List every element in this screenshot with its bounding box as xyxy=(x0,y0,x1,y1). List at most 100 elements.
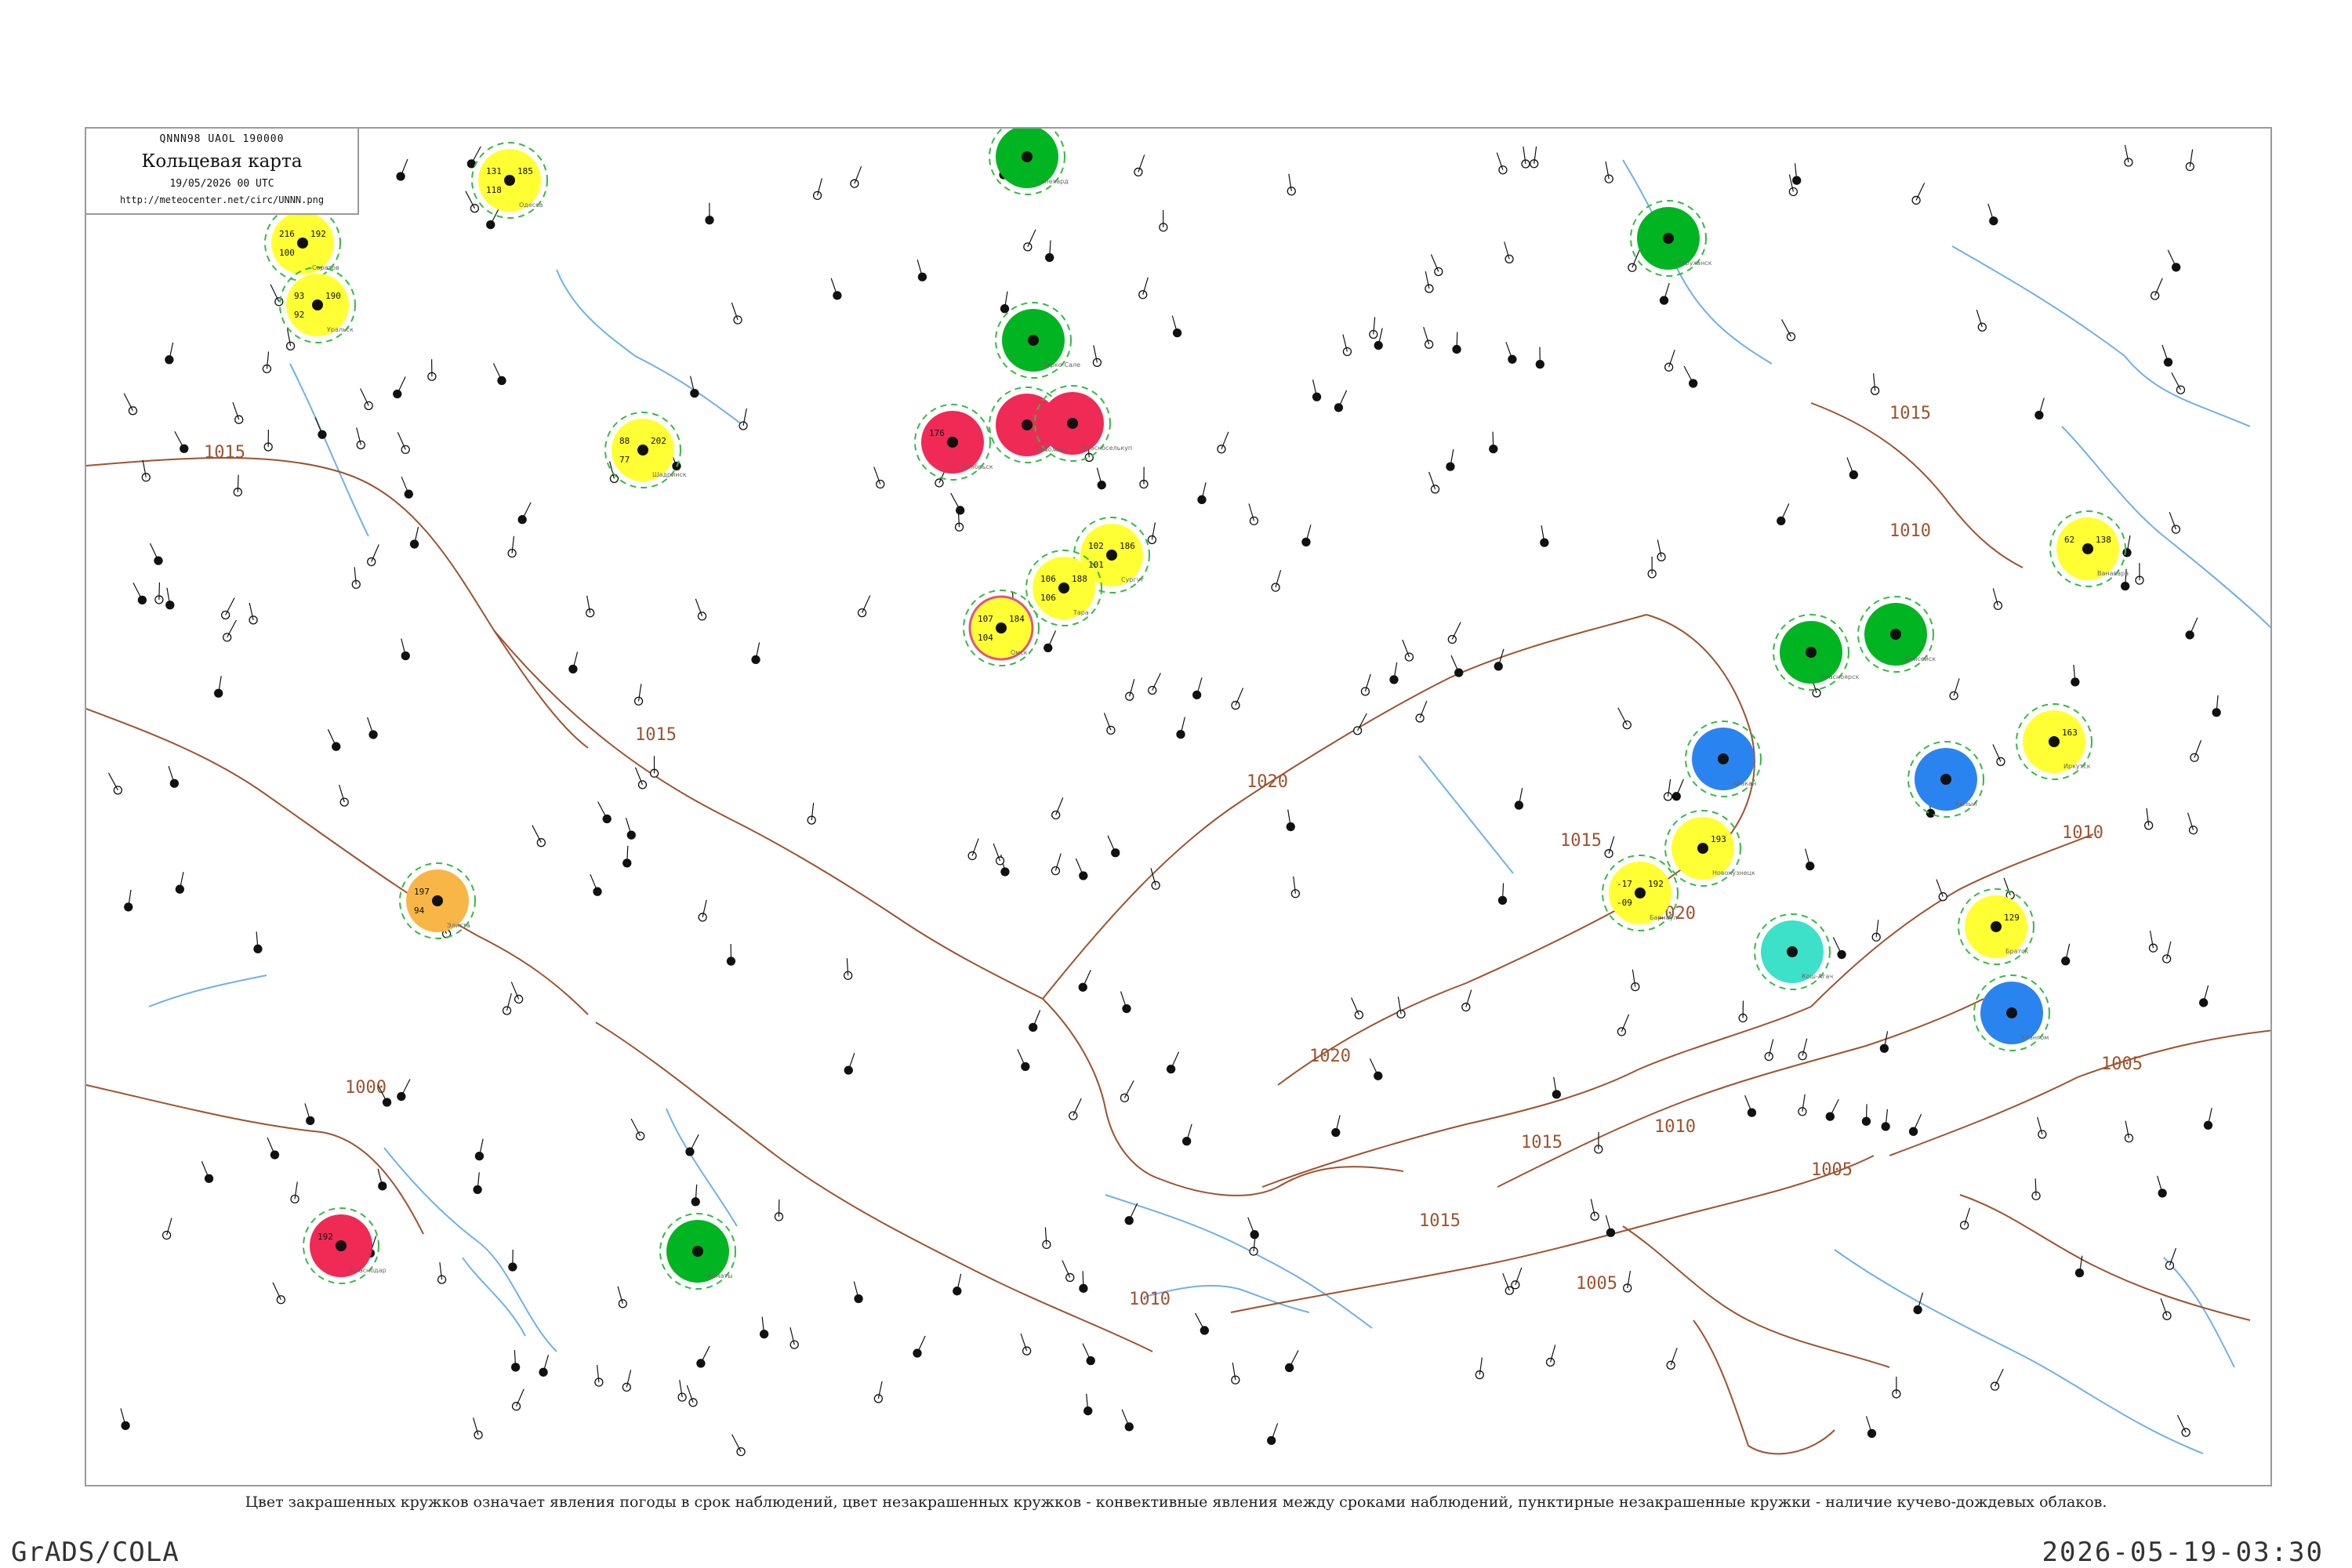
station-plot xyxy=(1360,673,1371,696)
station-plot xyxy=(1423,327,1434,349)
station-plot xyxy=(1777,503,1790,526)
station-plot xyxy=(2074,1255,2085,1278)
station-plot xyxy=(2212,695,2221,717)
station-value: 92 xyxy=(294,310,304,320)
station-plot xyxy=(698,899,707,922)
weather-station-marker[interactable] xyxy=(1857,596,1934,673)
station-name: Туруханск xyxy=(1677,260,1712,267)
station-plot xyxy=(2198,985,2209,1007)
station-plot xyxy=(1107,835,1120,858)
station-plot xyxy=(165,587,175,610)
station-plot xyxy=(168,766,180,788)
weather-station-marker[interactable] xyxy=(1973,975,2050,1051)
station-value: 88 xyxy=(619,436,630,446)
synoptic-map[interactable]: 1015101510001015102010201015101010101005… xyxy=(86,129,2272,1486)
weather-station-marker[interactable] xyxy=(1073,517,1150,593)
software-label: GrADS/COLA xyxy=(11,1537,180,1568)
weather-station-marker[interactable] xyxy=(471,142,548,219)
weather-station-marker[interactable] xyxy=(1773,614,1849,691)
station-plot xyxy=(1197,482,1207,504)
station-plot xyxy=(1504,241,1514,264)
station-plot xyxy=(617,1286,628,1308)
weather-station-marker[interactable] xyxy=(1602,855,1679,931)
weather-station-marker[interactable] xyxy=(963,590,1040,666)
station-plot xyxy=(1430,254,1443,277)
weather-station-marker[interactable] xyxy=(1025,550,1102,626)
station-plot xyxy=(1647,556,1657,579)
station-plot xyxy=(285,328,296,351)
station-plot xyxy=(1121,1409,1134,1432)
station-plot xyxy=(1631,969,1640,992)
station-plot xyxy=(154,582,164,604)
station-name: Иркутск xyxy=(2063,763,2091,770)
station-plot xyxy=(1881,1109,1890,1131)
isobar-label: 1015 xyxy=(1521,1133,1563,1152)
weather-station-marker[interactable] xyxy=(1907,741,1984,818)
station-plot xyxy=(1045,240,1054,263)
station-plot xyxy=(2176,1414,2190,1437)
weather-station-marker[interactable] xyxy=(1034,385,1111,462)
station-plot xyxy=(649,756,659,778)
station-plot xyxy=(1908,1113,1922,1136)
weather-station-marker[interactable] xyxy=(604,412,681,488)
station-plot xyxy=(1369,1058,1383,1080)
weather-station-marker[interactable] xyxy=(1958,888,2034,965)
station-plot xyxy=(686,1385,698,1407)
weather-station-marker[interactable] xyxy=(995,302,1072,379)
station-plot xyxy=(1231,688,1244,710)
weather-station-marker[interactable] xyxy=(2049,510,2126,587)
station-plot xyxy=(1415,700,1428,723)
station-plot xyxy=(2037,1116,2047,1139)
station-plot xyxy=(1425,270,1434,293)
station-plot xyxy=(774,1199,784,1221)
station-plot xyxy=(731,1434,746,1457)
weather-station-marker[interactable] xyxy=(1685,720,1762,797)
station-value: 104 xyxy=(978,633,993,643)
station-plot xyxy=(1217,431,1229,454)
station-plot xyxy=(1959,1207,1971,1230)
station-plot xyxy=(510,982,524,1004)
station-plot xyxy=(1352,713,1367,735)
weather-station-marker[interactable] xyxy=(989,129,1065,195)
map-url: http://meteocenter.net/circ/UNNN.png xyxy=(119,194,325,205)
station-plot xyxy=(950,492,965,515)
weather-station-marker[interactable] xyxy=(659,1213,736,1290)
station-plot xyxy=(1082,1343,1095,1366)
station-plot xyxy=(1166,1051,1180,1074)
station-plot xyxy=(695,598,707,621)
station-plot xyxy=(201,1161,214,1183)
station-plot xyxy=(511,1388,524,1411)
station-plot xyxy=(1369,317,1378,339)
station-plot xyxy=(1865,1416,1877,1439)
weather-station-marker[interactable] xyxy=(303,1207,379,1284)
station-plot xyxy=(162,1218,172,1240)
station-plot xyxy=(1029,1010,1041,1033)
station-plot xyxy=(1659,282,1670,305)
station-plot xyxy=(327,728,341,751)
station-plot xyxy=(853,1281,863,1304)
station-plot xyxy=(967,838,979,861)
station-plot xyxy=(1992,744,2005,767)
station-name: Кызыл xyxy=(1955,800,1977,808)
isobar-label: 1010 xyxy=(2062,823,2103,843)
station-plot xyxy=(1590,1199,1599,1221)
station-plot xyxy=(1248,503,1259,526)
station-plot xyxy=(1489,431,1498,454)
station-plot xyxy=(726,944,736,966)
station-plot xyxy=(1125,679,1135,701)
station-plot xyxy=(1911,183,1926,205)
weather-station-marker[interactable] xyxy=(279,267,356,343)
station-plot xyxy=(597,801,612,824)
station-plot xyxy=(1078,970,1091,992)
weather-station-marker[interactable] xyxy=(914,404,991,481)
weather-station-marker[interactable] xyxy=(2016,703,2092,780)
station-plot xyxy=(223,619,237,642)
station-plot xyxy=(1936,879,1947,902)
weather-station-marker[interactable] xyxy=(1630,200,1707,277)
weather-station-marker[interactable] xyxy=(399,862,476,939)
station-plot xyxy=(1287,173,1296,196)
weather-station-marker[interactable] xyxy=(1664,810,1741,887)
weather-station-marker[interactable] xyxy=(1754,913,1831,990)
station-value: 94 xyxy=(414,906,425,916)
station-name: Кош-Агач xyxy=(1802,973,1833,980)
